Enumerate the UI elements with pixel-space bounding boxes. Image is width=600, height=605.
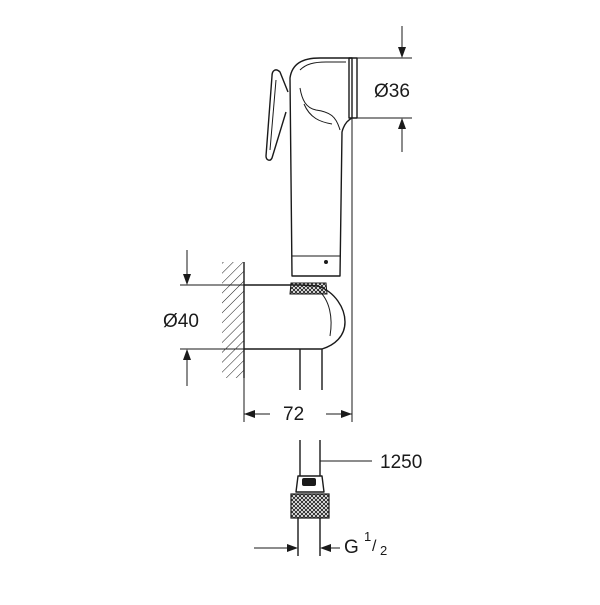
hose-length-label: 1250 xyxy=(380,452,422,473)
thread-fraction-denominator: 2 xyxy=(380,543,387,558)
thread-fraction-numerator: 1 xyxy=(364,529,371,544)
dimension-thread: G 1 / 2 xyxy=(254,529,387,558)
wall-holder xyxy=(244,282,346,350)
hose-connector xyxy=(290,440,330,556)
projection-label: 72 xyxy=(283,404,304,425)
dimension-projection: 72 xyxy=(243,118,353,425)
dimension-hose-length: 1250 xyxy=(320,452,422,473)
holder-diameter-label: Ø40 xyxy=(163,311,199,332)
hand-spray xyxy=(265,57,358,277)
thread-fraction-slash: / xyxy=(372,538,377,555)
spray-head-diameter-label: Ø36 xyxy=(374,81,410,102)
dimension-holder: Ø40 xyxy=(163,250,244,386)
hose-upper xyxy=(299,349,323,390)
thread-size-label: G xyxy=(344,537,359,558)
dimension-spray-head: Ø36 xyxy=(357,26,412,152)
wall xyxy=(222,262,245,378)
